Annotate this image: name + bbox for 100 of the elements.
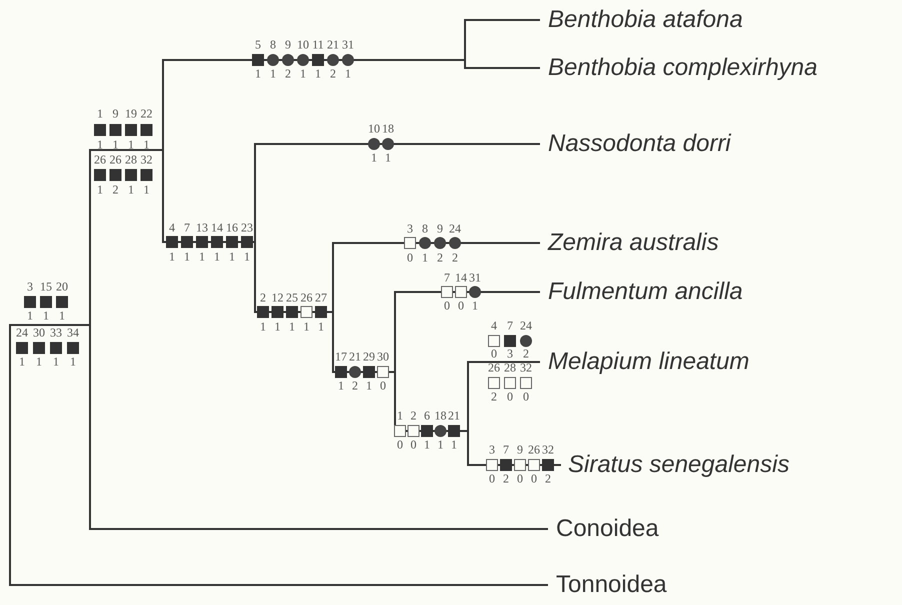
character-state: 1 (97, 138, 103, 152)
character-number: 21 (349, 350, 361, 364)
character-state: 1 (338, 380, 344, 392)
character-number: 13 (196, 222, 208, 234)
character-state: 1 (345, 68, 351, 80)
character-state: 1 (36, 356, 42, 368)
character-number: 7 (503, 444, 509, 456)
character-number: 8 (270, 38, 276, 52)
character-state: 1 (424, 438, 430, 452)
character-number: 7 (444, 272, 450, 284)
tree-branch (90, 528, 548, 530)
character-state: 1 (315, 68, 321, 80)
taxon-label: Zemira australis (548, 229, 719, 257)
character-number: 4 (169, 222, 175, 234)
character-number: 24 (449, 222, 461, 236)
character-state: 0 (491, 348, 497, 360)
character-state: 1 (270, 68, 276, 80)
tree-branch (255, 143, 540, 145)
character-state: 1 (385, 152, 391, 164)
tree-branch (395, 291, 540, 293)
character-number: 9 (437, 222, 443, 236)
character-state: 0 (380, 380, 386, 392)
character-state: 1 (438, 438, 444, 452)
tree-branch (10, 584, 548, 586)
character-number: 25 (286, 292, 298, 304)
character-number: 12 (272, 292, 284, 304)
character-number: 19 (125, 108, 137, 120)
character-state: 1 (199, 250, 205, 264)
character-number: 21 (448, 410, 460, 422)
character-number: 3 (27, 280, 33, 294)
taxon-label: Benthobia atafona (548, 6, 743, 34)
character-number: 33 (50, 326, 62, 340)
character-number: 6 (424, 410, 430, 422)
taxon-label: Melapium lineatum (548, 348, 750, 376)
character-number: 18 (434, 410, 446, 422)
character-number: 1 (97, 108, 103, 120)
tree-branch (468, 464, 561, 466)
character-state: 1 (27, 310, 33, 322)
character-number: 14 (455, 272, 467, 284)
tree-branch (468, 361, 540, 363)
tree-branch (465, 67, 540, 69)
character-number: 34 (67, 326, 79, 340)
character-state: 2 (491, 390, 497, 404)
character-state: 1 (451, 438, 457, 452)
taxon-label: Fulmentum ancilla (548, 278, 743, 306)
character-state: 1 (53, 356, 59, 368)
character-state: 1 (260, 320, 266, 334)
character-number: 9 (112, 108, 118, 120)
character-number: 30 (377, 350, 389, 364)
character-number: 26 (528, 444, 540, 456)
character-number: 32 (140, 154, 152, 166)
character-state: 1 (300, 68, 306, 80)
tree-branch (333, 242, 540, 244)
character-state: 2 (437, 252, 443, 264)
character-number: 1 (397, 410, 403, 422)
character-state: 2 (503, 472, 509, 486)
character-number: 26 (110, 154, 122, 166)
character-number: 28 (125, 154, 137, 166)
character-state: 1 (366, 380, 372, 392)
taxon-label: Nassodonta dorri (548, 130, 731, 158)
character-state: 2 (523, 348, 529, 360)
character-state: 1 (43, 310, 49, 322)
character-number: 26 (94, 154, 106, 166)
character-state: 0 (458, 300, 464, 312)
taxon-label: Conoidea (556, 515, 659, 543)
character-number: 21 (327, 38, 339, 52)
character-number: 26 (300, 292, 312, 304)
character-number: 20 (56, 280, 68, 294)
character-number: 5 (255, 38, 261, 52)
character-state: 1 (144, 184, 150, 196)
character-number: 31 (469, 272, 481, 284)
character-state: 2 (330, 68, 336, 80)
character-state: 1 (472, 300, 478, 312)
character-number: 7 (184, 222, 190, 234)
character-number: 31 (342, 38, 354, 52)
character-state: 1 (289, 320, 295, 334)
character-state: 1 (371, 152, 377, 164)
character-state: 2 (285, 68, 291, 80)
character-number: 7 (507, 320, 513, 332)
character-number: 2 (410, 410, 416, 422)
character-number: 32 (520, 362, 532, 374)
character-number: 23 (241, 222, 253, 234)
character-state: 2 (452, 252, 458, 264)
character-number: 29 (363, 350, 375, 364)
character-number: 2 (260, 292, 266, 304)
character-state: 0 (507, 390, 513, 404)
character-state: 2 (352, 380, 358, 392)
character-state: 1 (214, 250, 220, 264)
character-number: 11 (312, 38, 324, 52)
character-state: 1 (128, 138, 134, 152)
character-state: 1 (97, 184, 103, 196)
character-number: 3 (407, 222, 413, 236)
tree-branch (465, 19, 540, 21)
character-state: 1 (244, 250, 250, 264)
character-number: 24 (16, 326, 28, 340)
character-number: 26 (488, 362, 500, 374)
character-state: 0 (489, 472, 495, 486)
character-number: 28 (504, 362, 516, 374)
character-state: 1 (169, 250, 175, 264)
character-number: 22 (140, 108, 152, 120)
